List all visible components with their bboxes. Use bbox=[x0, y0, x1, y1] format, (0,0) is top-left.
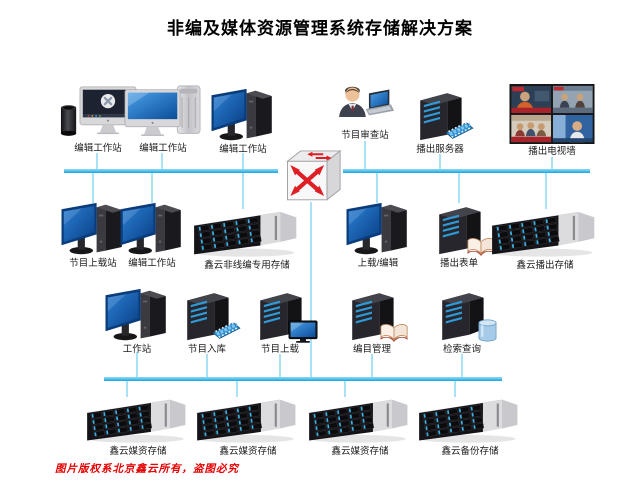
node-label: 节目入库 bbox=[187, 344, 226, 355]
film-reel-icon bbox=[211, 319, 243, 343]
network-line bbox=[458, 173, 460, 203]
node-editing-workstation-1: 编辑工作站 bbox=[57, 84, 139, 154]
rack-storage-icon bbox=[486, 206, 604, 258]
node-label: 鑫云播出存储 bbox=[516, 260, 574, 271]
tv-wall-icon bbox=[508, 84, 596, 144]
network-bus-top-left bbox=[64, 169, 278, 173]
network-line bbox=[364, 141, 366, 169]
node-label: 编辑工作站 bbox=[128, 258, 176, 269]
person-laptop-icon bbox=[329, 84, 401, 128]
rack-storage-icon bbox=[301, 394, 419, 444]
network-line bbox=[96, 153, 98, 169]
network-line bbox=[92, 173, 94, 203]
crossed-arrows-switch-icon bbox=[280, 146, 342, 201]
monitor-tower-workstation-icon bbox=[207, 88, 279, 142]
node-broadcast-server: 播出服务器 bbox=[410, 86, 470, 155]
node-label: 鑫云非线编专用存储 bbox=[204, 260, 290, 271]
node-label: 播出电视墙 bbox=[528, 146, 576, 157]
monitor-tower-workstation-icon bbox=[101, 288, 173, 342]
node-label: 节目上载 bbox=[260, 344, 299, 355]
network-line bbox=[545, 173, 547, 209]
network-line bbox=[454, 381, 456, 397]
imac-tower-workstation-icon bbox=[123, 84, 203, 141]
node-retrieval-query: 检索查询 bbox=[432, 286, 492, 355]
network-line bbox=[236, 381, 238, 397]
network-line bbox=[206, 354, 208, 377]
node-program-ingest: 节目入库 bbox=[177, 286, 237, 355]
node-program-review-station: 节目审查站 bbox=[328, 84, 402, 141]
node-program-upload-station: 节目上载站 bbox=[55, 202, 131, 269]
network-line bbox=[371, 354, 373, 377]
network-line bbox=[439, 154, 441, 169]
network-bus-bottom bbox=[104, 377, 502, 381]
node-backup-storage: 鑫云备份存储 bbox=[408, 394, 532, 457]
node-label: 鑫云备份存储 bbox=[441, 446, 499, 457]
node-label: 节目上载站 bbox=[69, 258, 117, 269]
film-reel-icon bbox=[444, 119, 476, 143]
open-book-icon bbox=[379, 322, 409, 343]
monitor-tower-workstation-icon bbox=[116, 202, 188, 256]
node-label: 上载/编辑 bbox=[357, 258, 399, 269]
node-label: 播出服务器 bbox=[416, 144, 464, 155]
network-line bbox=[344, 381, 346, 397]
node-label: 鑫云媒资存储 bbox=[331, 446, 389, 457]
node-editing-workstation-2: 编辑工作站 bbox=[122, 84, 204, 154]
network-line bbox=[279, 354, 281, 377]
network-switch bbox=[280, 146, 342, 201]
node-upload-edit: 上载/编辑 bbox=[340, 202, 416, 269]
copyright-notice: 图片版权系北京鑫云所有，盗图必究 bbox=[55, 464, 239, 475]
network-line bbox=[242, 153, 244, 169]
node-broadcast-form: 播出表单 bbox=[429, 200, 489, 269]
node-program-upload: 节目上载 bbox=[250, 286, 310, 355]
switch-trunk-line bbox=[310, 202, 312, 377]
rack-storage-icon bbox=[188, 206, 306, 258]
network-line bbox=[126, 381, 128, 397]
node-editing-workstation-3: 编辑工作站 bbox=[205, 88, 281, 155]
node-broadcast-tv-wall: 播出电视墙 bbox=[508, 84, 596, 157]
network-line bbox=[161, 153, 163, 169]
network-line bbox=[151, 173, 153, 203]
rack-storage-icon bbox=[79, 394, 197, 444]
node-label: 编辑工作站 bbox=[74, 143, 122, 154]
node-editing-workstation-4: 编辑工作站 bbox=[114, 202, 190, 269]
node-label: 编目管理 bbox=[352, 344, 391, 355]
monitor-tower-workstation-icon bbox=[342, 202, 414, 256]
network-bus-top-right bbox=[343, 169, 590, 173]
network-line bbox=[376, 173, 378, 203]
node-media-asset-storage-2: 鑫云媒资存储 bbox=[186, 394, 310, 457]
network-line bbox=[136, 352, 138, 377]
node-label: 编辑工作站 bbox=[219, 144, 267, 155]
network-line bbox=[461, 354, 463, 377]
network-line bbox=[551, 157, 553, 169]
node-nle-dedicated-storage: 鑫云非线编专用存储 bbox=[185, 206, 309, 271]
node-label: 节目审查站 bbox=[341, 130, 389, 141]
rack-storage-icon bbox=[411, 394, 529, 444]
network-line bbox=[242, 173, 244, 209]
node-catalog-management: 编目管理 bbox=[342, 286, 402, 355]
node-media-asset-storage-1: 鑫云媒资存储 bbox=[76, 394, 200, 457]
node-label: 编辑工作站 bbox=[139, 143, 187, 154]
node-media-asset-storage-3: 鑫云媒资存储 bbox=[298, 394, 422, 457]
node-label: 检索查询 bbox=[442, 344, 481, 355]
rack-storage-icon bbox=[189, 394, 307, 444]
node-label: 工作站 bbox=[122, 344, 152, 355]
node-label: 播出表单 bbox=[439, 258, 478, 269]
monitor-badge-icon bbox=[288, 320, 318, 344]
database-cylinder-icon bbox=[478, 318, 497, 343]
diagram-title: 非编及媒体资源管理系统存储解决方案 bbox=[167, 19, 473, 38]
node-label: 鑫云媒资存储 bbox=[219, 446, 277, 457]
node-broadcast-storage: 鑫云播出存储 bbox=[483, 206, 607, 271]
node-workstation: 工作站 bbox=[99, 288, 175, 355]
node-label: 鑫云媒资存储 bbox=[109, 446, 167, 457]
